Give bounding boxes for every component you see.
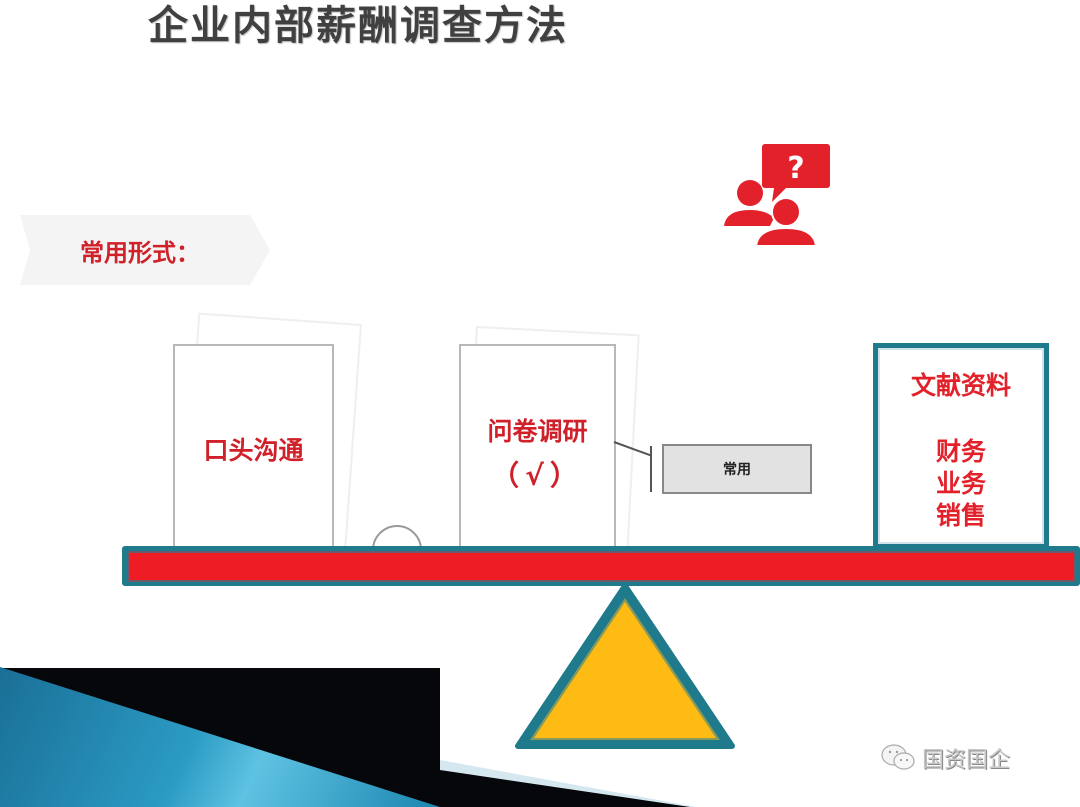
card-item-sales: 销售 (935, 501, 986, 530)
card-label: 口头沟通 (203, 435, 304, 465)
svg-text:?: ? (787, 151, 804, 186)
card-item-finance: 财务 (935, 437, 986, 466)
section-label: 常用形式： (80, 239, 200, 267)
people-question-icon: ? (724, 144, 830, 247)
callout-bracket (650, 446, 652, 492)
section-label-banner (20, 215, 270, 285)
card-questionnaire-survey: 问卷调研 （√） (459, 344, 616, 549)
slide-title: 企业内部薪酬调查方法 (148, 3, 568, 49)
wechat-icon (881, 744, 915, 770)
card-item-business: 业务 (935, 469, 986, 498)
watermark: 国资国企 (880, 742, 1010, 774)
check-mark: （√） (491, 459, 584, 492)
callout-common-box: 常用 (662, 444, 812, 494)
seesaw-beam (130, 553, 1074, 580)
card-literature: 文献资料 财务 业务 销售 (873, 343, 1049, 549)
card-label: 问卷调研 (487, 417, 588, 446)
callout-label: 常用 (723, 462, 751, 478)
fulcrum-triangle (515, 583, 735, 749)
watermark-text: 国资国企 (922, 748, 1011, 773)
card-title: 文献资料 (910, 371, 1011, 400)
card-verbal-communication: 口头沟通 (173, 344, 334, 553)
